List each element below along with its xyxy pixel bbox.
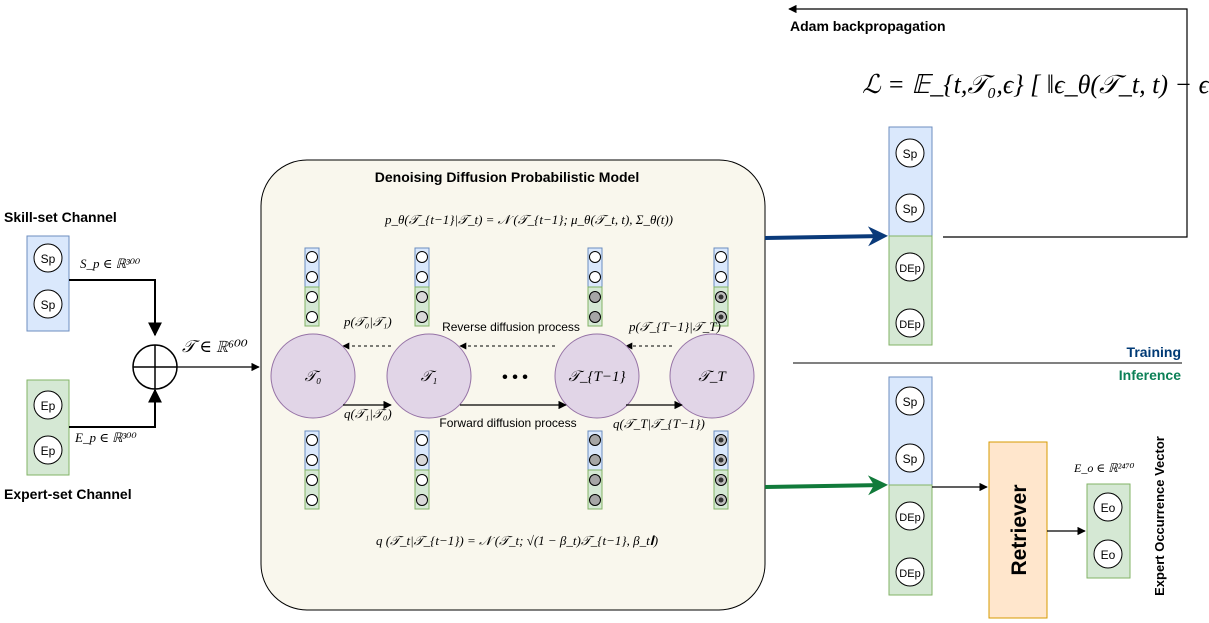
expert-vector: Ep Ep [26,379,70,476]
eo-cell: Eo [1101,501,1116,515]
q-tT-tT1-label: q(𝒯_T|𝒯_{T−1}) [613,416,705,431]
svg-text:𝒯_{T−1}: 𝒯_{T−1} [569,369,626,385]
ddpm-container [260,159,766,611]
ellipsis: • • • [502,369,528,386]
svg-text:𝒯_T: 𝒯_T [698,369,727,385]
eo-cell: Eo [1101,548,1116,562]
state-tT: 𝒯_T [669,333,755,419]
sp-cell: Sp [903,147,918,161]
top-vector-tT [713,247,729,327]
forward-process-label: Forward diffusion process [439,416,576,430]
bottom-vector-tT [713,430,729,510]
expert-occurrence-vector: Eo Eo [1086,483,1131,579]
p-t0-t1-label: p(𝒯₀|𝒯₁) [343,314,392,329]
state-t0: 𝒯₀ [270,333,356,419]
dep-cell: DEp [899,263,920,275]
reverse-process-label: Reverse diffusion process [442,320,580,334]
inference-output-arrow [764,475,888,496]
top-vector-tT1 [587,247,603,327]
t-dim: 𝒯 ∈ ℝ⁶⁰⁰ [182,337,248,356]
sp-cell: Sp [903,395,918,409]
sp-dim: S_p ∈ ℝ³⁰⁰ [80,256,141,271]
sp-cell: Sp [41,252,56,266]
skill-channel-label: Skill-set Channel [4,209,117,225]
sp-cell: Sp [903,202,918,216]
forward-formula: q (𝒯_t|𝒯_{t−1}) = 𝒩 (𝒯_t; √(1 − β_t)𝒯_{t… [376,533,658,548]
dep-cell: DEp [899,568,920,580]
concat-plus-icon [132,344,178,390]
adam-label: Adam backpropagation [790,18,946,34]
bottom-vector-tT1 [587,430,603,510]
dep-cell: DEp [899,319,920,331]
sp-cell: Sp [41,298,56,312]
p-tT1-tT-label: p(𝒯_{T−1}|𝒯_T) [628,319,721,334]
dep-cell: DEp [899,512,920,524]
state-tT1: 𝒯_{T−1} [554,333,640,419]
retriever-block: Retriever [988,441,1048,619]
bottom-vector-t0 [304,430,320,510]
top-vector-t1 [414,247,430,327]
sp-cell: Sp [903,452,918,466]
reverse-formula: p_θ(𝒯_{t−1}|𝒯_t) = 𝒩 (𝒯_{t−1}; μ_θ(𝒯_t, … [384,212,673,227]
state-t1: 𝒯₁ [386,333,472,419]
training-output-vector: Sp Sp DEp DEp [888,126,933,346]
loss-formula: ℒ = 𝔼_{t,𝒯₀,ϵ} [ ‖ϵ_θ(𝒯_t, t) − ϵ‖² ] [862,70,1209,99]
ddpm-title: Denoising Diffusion Probabilistic Model [375,169,639,185]
ep-dim: E_p ∈ ℝ³⁰⁰ [74,430,137,445]
adam-feedback-loop [788,4,1188,238]
ep-cell: Ep [41,444,56,458]
inference-output-vector: Sp Sp DEp DEp [888,376,933,596]
inference-label: Inference [1119,367,1181,383]
concat-connectors [69,279,162,428]
eov-label: Expert Occurrence Vector [1152,436,1167,596]
svg-text:𝒯₁: 𝒯₁ [421,369,438,385]
svg-text:𝒯₀: 𝒯₀ [305,369,322,385]
eo-dim: E_o ∈ ℝ²⁴⁷⁰ [1073,461,1135,475]
q-t1-t0-label: q(𝒯₁|𝒯₀) [344,406,392,421]
bottom-vector-t1 [414,430,430,510]
top-vector-t0 [304,247,320,327]
ep-cell: Ep [41,399,56,413]
training-output-arrow [764,226,888,247]
retriever-label: Retriever [1008,484,1031,575]
skill-vector: Sp Sp [26,235,70,332]
training-label: Training [1127,344,1181,360]
expert-channel-label: Expert-set Channel [4,486,132,502]
